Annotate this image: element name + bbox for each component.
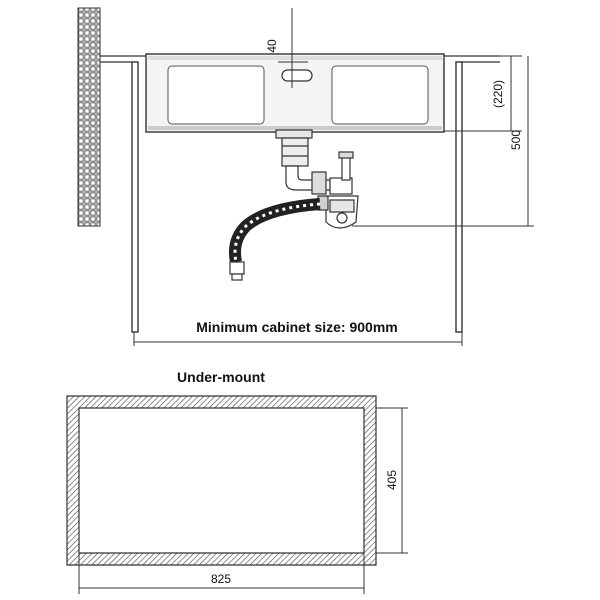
dimension-825-label: 825 [211, 572, 231, 586]
dimension-405-marker [376, 407, 408, 554]
under-mount-title: Under-mount [177, 369, 265, 385]
dimension-500-label: 500 [509, 130, 523, 150]
flexible-hose [229, 198, 321, 281]
dimension-220-label: (220) [491, 80, 505, 108]
sink-bowl [145, 53, 445, 133]
dimension-40-label: 40 [265, 39, 279, 53]
dimension-500-marker [352, 56, 534, 227]
overflow-slot [281, 69, 313, 82]
dimension-220-marker [444, 55, 522, 132]
wall-tile-strip [77, 7, 101, 227]
cabinet-size-caption: Minimum cabinet size: 900mm [196, 319, 398, 335]
cabinet-width-marker [133, 332, 463, 346]
overflow-pipe [341, 155, 351, 181]
cabinet-walls [131, 61, 463, 333]
bowl-window-left [167, 65, 265, 125]
drain-waste-assembly [275, 129, 359, 229]
dimension-40-marker [278, 8, 308, 88]
under-mount-cutout [66, 395, 377, 566]
dimension-405-label: 405 [385, 470, 399, 490]
bowl-window-right [331, 65, 429, 125]
dimension-825-marker [78, 553, 365, 594]
